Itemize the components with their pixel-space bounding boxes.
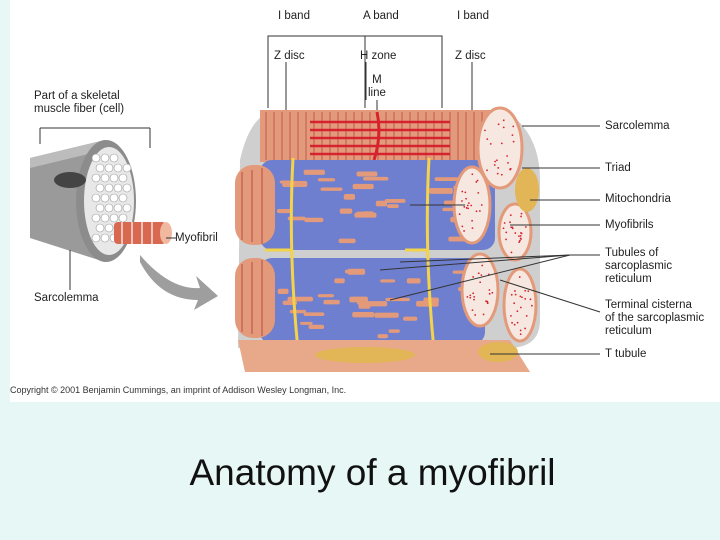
label-sarcolemma-left: Sarcolemma (34, 292, 99, 304)
band-brackets (267, 35, 473, 118)
label-t-tubule: T tubule (605, 348, 647, 360)
label-h-zone: H zone (360, 50, 397, 62)
label-terminal-cisterna: Terminal cisterna of the sarcoplasmic re… (605, 299, 705, 337)
copyright-notice: Copyright © 2001 Benjamin Cummings, an i… (10, 385, 347, 395)
label-myofibril-left: Myofibril (175, 232, 218, 244)
zoom-arrow (140, 255, 218, 310)
label-m-line: M line (368, 74, 386, 99)
label-part-of-fiber: Part of a skeletal muscle fiber (cell) (34, 90, 125, 115)
myofibril-small (114, 222, 172, 244)
label-z-disc-right: Z disc (455, 50, 486, 62)
label-triad: Triad (605, 162, 631, 174)
label-sarcolemma-right: Sarcolemma (605, 120, 670, 132)
myofibril-illustration (30, 35, 601, 372)
t-tubules (265, 157, 436, 351)
label-i-band-left: I band (278, 10, 310, 22)
leader-lines (39, 125, 601, 355)
top-myofibril (260, 110, 510, 162)
label-mitochondria: Mitochondria (605, 193, 671, 205)
label-z-disc-left: Z disc (274, 50, 305, 62)
diagram-figure: I band A band I band Z disc H zone M lin… (10, 0, 720, 402)
label-myofibrils: Myofibrils (605, 219, 654, 231)
label-a-band: A band (363, 10, 399, 22)
label-tubules-sr: Tubules of sarcoplasmic reticulum (605, 247, 673, 285)
slide-title: Anatomy of a myofibril (189, 452, 556, 493)
left-myofibril-ends (235, 165, 275, 338)
label-i-band-right: I band (457, 10, 489, 22)
